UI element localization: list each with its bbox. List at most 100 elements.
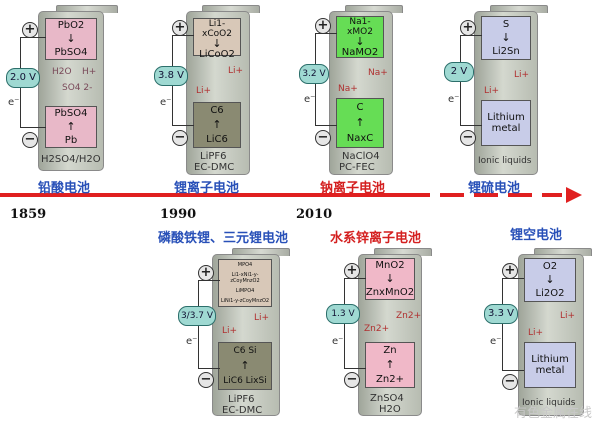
ion-li-plus: Li+	[228, 66, 244, 76]
reaction-arrow-icon: ↑	[212, 118, 222, 131]
cathode-block: PbO2 ↓ PbSO4	[45, 18, 97, 60]
electron-label: e⁻	[160, 97, 172, 108]
electrolyte-label: H2SO4/H2O	[41, 154, 101, 165]
wire-top	[198, 280, 220, 281]
plus-terminal-icon: +	[22, 22, 38, 38]
anode-bottom: LiC6	[206, 134, 228, 145]
ion-h2o: H2O	[52, 67, 72, 77]
anode-bottom: NaxC	[346, 133, 374, 145]
anode-bottom: LiC6 LixSi	[223, 376, 267, 387]
ion-li-plus-2: Li+	[484, 86, 500, 96]
anode-block: Lithium metal	[524, 342, 576, 388]
electrolyte-label-2: PC-FEC	[339, 162, 375, 173]
cathode-material: MnO2	[375, 260, 405, 272]
electron-label: e⁻	[490, 336, 502, 347]
battery-cap	[345, 5, 403, 13]
cathode-product: PbSO4	[54, 46, 88, 58]
electrolyte-label-2: EC-DMC	[222, 405, 263, 416]
timeline-dash-2	[474, 193, 498, 197]
minus-terminal-icon: −	[198, 372, 214, 388]
cathode-block: O2 ↓ Li2O2	[524, 258, 576, 302]
minus-terminal-icon: −	[460, 130, 476, 146]
wire-top	[20, 37, 46, 38]
wire-bottom	[198, 368, 220, 369]
electrolyte-label-1: LiPF6	[228, 394, 255, 405]
minus-terminal-icon: −	[172, 130, 188, 146]
electrolyte-label: Ionic liquids	[522, 398, 576, 408]
year-2010: 2010	[296, 207, 333, 222]
cathode-block: MPO4 Li1-xNi1-y-zCoyMnzO2 LiMPO4 LiNi1-y…	[218, 259, 272, 307]
cathode-line-1: MPO4	[237, 262, 253, 268]
wire-bottom	[502, 370, 524, 371]
voltage-badge: 1.3 V	[326, 304, 360, 324]
battery-name: 水系锌离子电池	[330, 231, 422, 246]
cathode-material: Na1-xMO2	[347, 17, 373, 37]
cathode-block: S ↓ Li2Sn	[481, 16, 531, 60]
voltage-badge: 2.0 V	[6, 68, 40, 88]
minus-terminal-icon: −	[22, 132, 38, 148]
timeline-dash-3	[508, 193, 532, 197]
ion-li-plus-2: Li+	[196, 86, 212, 96]
wire-bottom	[172, 125, 194, 126]
anode-material: Lithium metal	[487, 112, 525, 134]
reaction-arrow-icon: ↓	[212, 37, 222, 50]
cathode-block: Na1-xMO2 ↓ NaMO2	[336, 16, 384, 58]
ion-li-plus: Li+	[514, 70, 530, 80]
battery-cap	[232, 248, 290, 256]
ion-so4: SO4 2-	[62, 83, 93, 93]
battery-name: 锂硫电池	[468, 181, 521, 196]
electron-label: e⁻	[448, 94, 460, 105]
battery-cap	[374, 248, 432, 256]
battery-cap	[534, 248, 592, 256]
cathode-material: S	[502, 18, 510, 30]
ion-zn2-plus: Zn2+	[396, 311, 422, 321]
voltage-badge: 3/3.7 V	[178, 306, 216, 326]
reaction-arrow-icon: ↑	[66, 119, 76, 133]
cathode-line-3: LiMPO4	[235, 288, 255, 294]
plus-terminal-icon: +	[502, 263, 518, 279]
electrolyte-label: Ionic liquids	[478, 156, 532, 166]
plus-terminal-icon: +	[315, 18, 331, 34]
timeline-line	[0, 193, 430, 197]
anode-top: C6 Si	[233, 345, 257, 356]
ion-li-plus: Li+	[254, 313, 270, 323]
reaction-arrow-icon: ↑	[355, 115, 365, 129]
anode-top: C6	[210, 105, 224, 116]
minus-terminal-icon: −	[315, 130, 331, 146]
battery-name: 磷酸铁锂、三元锂电池	[158, 231, 289, 246]
wire-top	[172, 35, 194, 36]
wire-bottom	[315, 125, 337, 126]
wire-left	[502, 278, 503, 370]
wire-bottom	[460, 125, 482, 126]
year-1859: 1859	[10, 207, 47, 222]
cathode-product: LiCoO2	[199, 49, 235, 60]
electron-label: e⁻	[332, 336, 344, 347]
ion-na-plus-2: Na+	[338, 84, 358, 94]
cathode-product: Li2Sn	[492, 46, 520, 58]
battery-name: 锂空电池	[510, 228, 563, 243]
cathode-line-4: LiNi1-y-zCoyMnzO2	[220, 298, 270, 304]
anode-bottom: Zn2+	[376, 374, 404, 385]
plus-terminal-icon: +	[344, 263, 360, 279]
electron-label: e⁻	[186, 336, 198, 347]
anode-material: Lithium metal	[531, 354, 569, 376]
wire-bottom	[20, 127, 46, 128]
anode-block: Lithium metal	[481, 100, 531, 146]
ion-h-plus: H+	[82, 67, 97, 77]
voltage-badge: 3.2 V	[299, 64, 329, 84]
anode-top: Zn	[383, 345, 397, 356]
anode-block: Zn ↑ Zn2+	[365, 342, 415, 388]
cathode-block: MnO2 ↓ ZnxMnO2	[365, 258, 415, 300]
electrolyte-label-2: H2O	[379, 404, 401, 415]
wire-top	[344, 278, 366, 279]
cathode-line-2: Li1-xNi1-y-zCoyMnzO2	[230, 272, 260, 284]
wire-top	[502, 278, 524, 279]
year-1990: 1990	[160, 207, 197, 222]
electrolyte-label-2: EC-DMC	[194, 162, 235, 173]
cathode-material: PbO2	[57, 20, 85, 32]
cathode-material: Li1-xCoO2	[202, 19, 232, 39]
reaction-arrow-icon: ↑	[240, 358, 250, 372]
anode-block: C6 ↑ LiC6	[193, 102, 241, 148]
electrolyte-label-1: LiPF6	[200, 151, 227, 162]
cathode-block: Li1-xCoO2 ↓ LiCoO2	[193, 18, 241, 60]
